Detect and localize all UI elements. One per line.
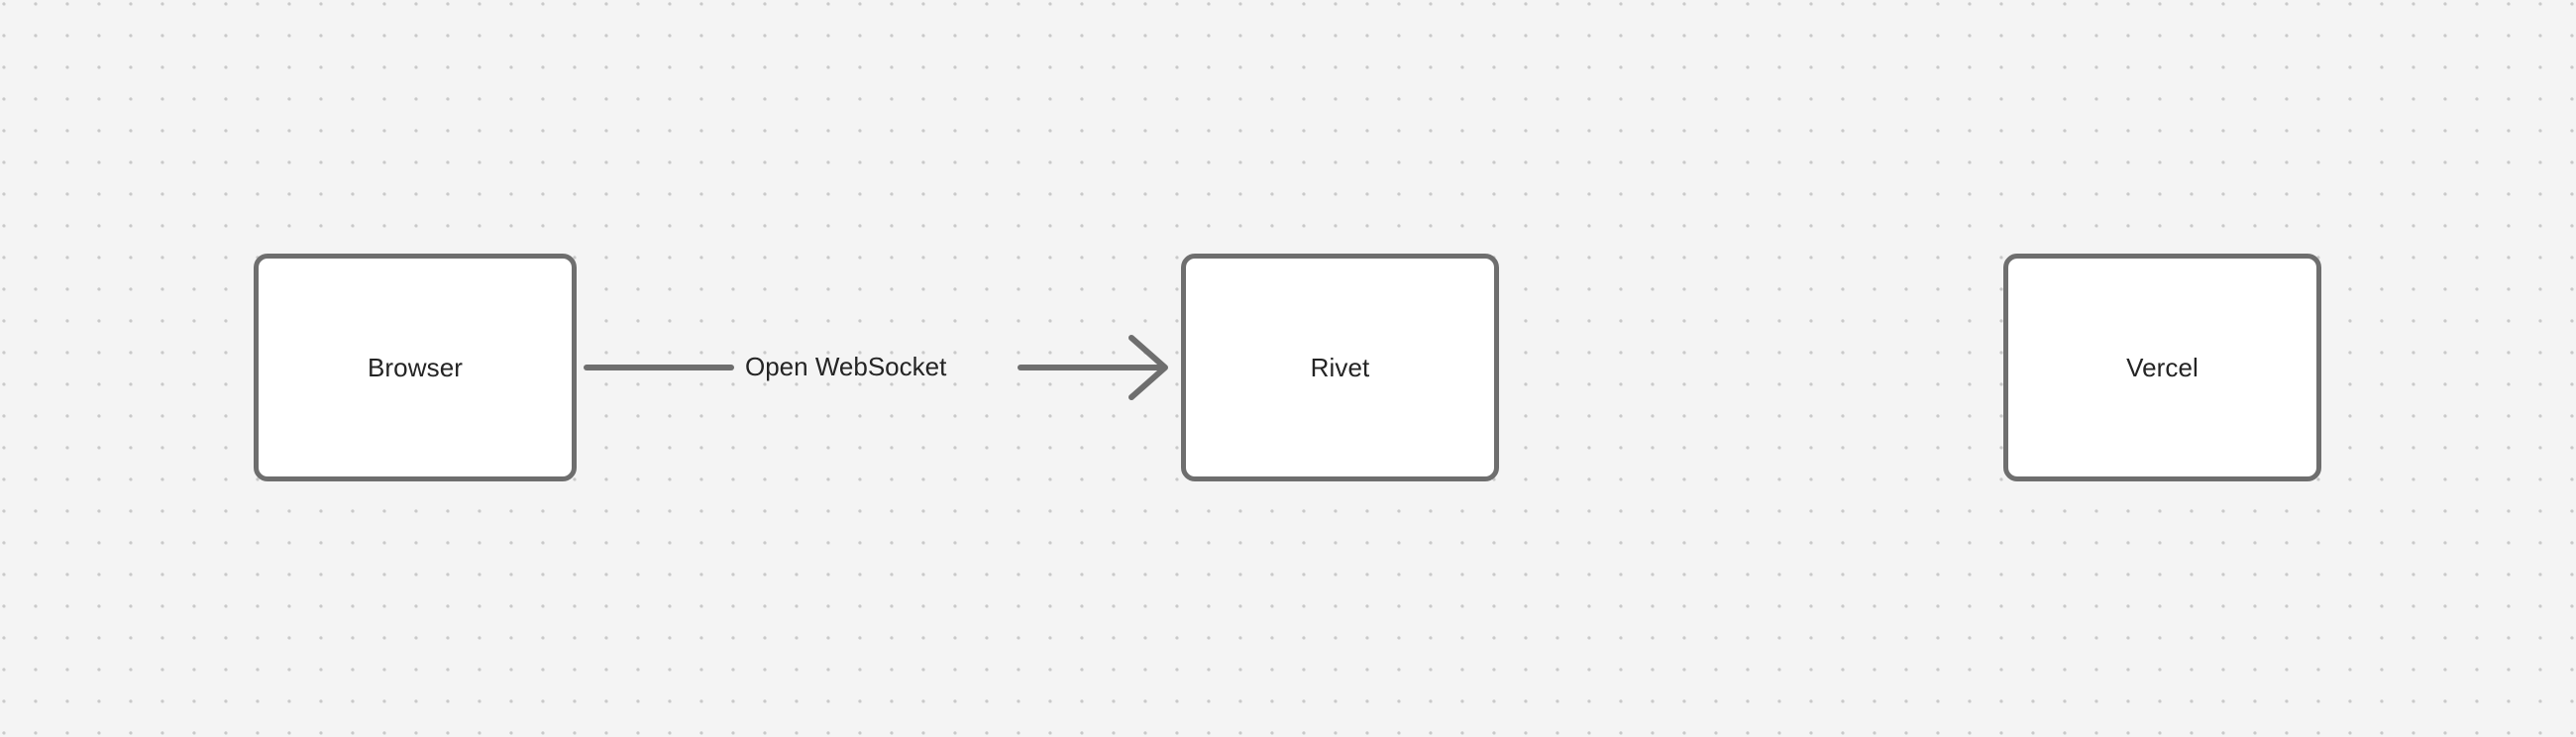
- edge-label-open-websocket: Open WebSocket: [745, 352, 947, 381]
- node-rivet[interactable]: Rivet: [1181, 254, 1499, 481]
- node-browser-label: Browser: [367, 353, 464, 382]
- arrowhead-icon: [1128, 335, 1168, 400]
- node-rivet-label: Rivet: [1310, 353, 1370, 382]
- node-vercel[interactable]: Vercel: [2003, 254, 2321, 481]
- node-browser[interactable]: Browser: [254, 254, 577, 481]
- node-vercel-label: Vercel: [2126, 353, 2199, 382]
